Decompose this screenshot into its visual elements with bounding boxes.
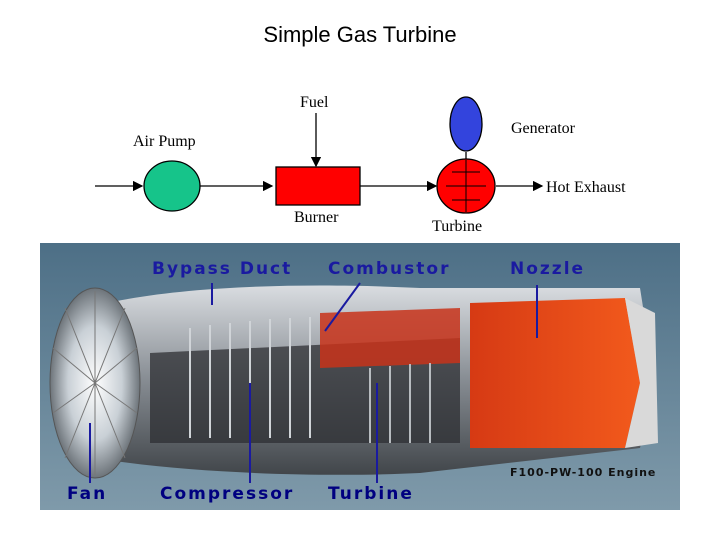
page-title: Simple Gas Turbine bbox=[263, 22, 457, 47]
leader-lines bbox=[89, 282, 538, 483]
fan-blades bbox=[52, 291, 138, 475]
burner-box bbox=[275, 166, 361, 206]
combustor-label: Combustor bbox=[328, 259, 451, 279]
turbine-label: Turbine bbox=[432, 218, 483, 235]
gas-turbine-schematic bbox=[95, 96, 544, 214]
generator-ellipse bbox=[449, 96, 483, 152]
fan-label: Fan bbox=[67, 484, 108, 504]
combustor-zone bbox=[320, 308, 460, 368]
engine-illustration bbox=[40, 243, 680, 510]
compressor-stages bbox=[189, 317, 311, 438]
nozzle-label: Nozzle bbox=[510, 259, 586, 279]
bypass-duct-label: Bypass Duct bbox=[152, 259, 293, 279]
generator-label: Generator bbox=[511, 120, 575, 137]
engine-cutaway-photo: Bypass Duct Combustor Nozzle F100-PW-100… bbox=[40, 243, 680, 510]
burner-label: Burner bbox=[294, 209, 339, 226]
air-pump-label: Air Pump bbox=[133, 133, 196, 150]
engine-caption: F100-PW-100 Engine bbox=[510, 466, 657, 479]
fuel-label: Fuel bbox=[300, 94, 329, 111]
air-pump-circle bbox=[143, 160, 201, 212]
turbine-stages bbox=[369, 363, 431, 443]
nozzle-section bbox=[470, 298, 640, 448]
nozzle-lip bbox=[625, 298, 658, 448]
hot-exhaust-label: Hot Exhaust bbox=[546, 179, 626, 196]
compressor-label: Compressor bbox=[160, 484, 295, 504]
turbine-photo-label: Turbine bbox=[328, 484, 414, 504]
